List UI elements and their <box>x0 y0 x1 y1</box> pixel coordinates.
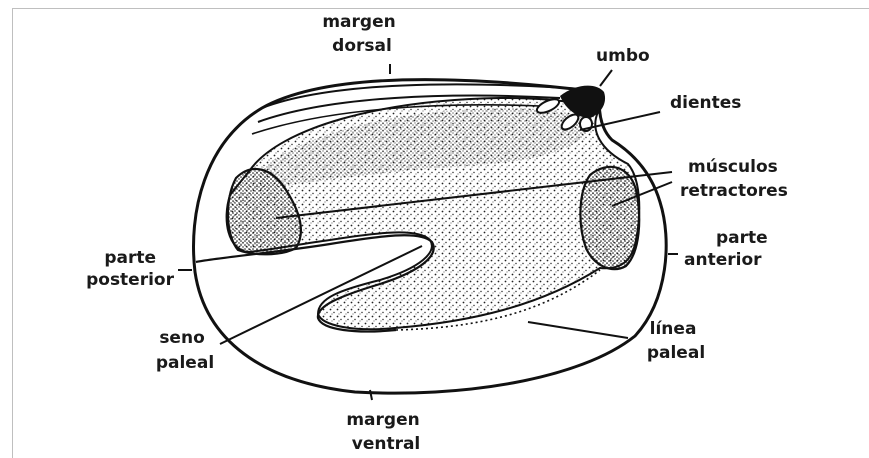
label-musculos-retractores: músculos retractores <box>680 157 788 201</box>
label-parte-posterior-line1: parte <box>104 248 156 268</box>
label-margen-ventral-line2: ventral <box>352 434 421 454</box>
label-margen-dorsal-line1: margen <box>322 12 395 32</box>
label-linea-paleal-line2: paleal <box>647 343 705 363</box>
label-umbo: umbo <box>596 46 650 66</box>
label-dientes: dientes <box>670 93 741 113</box>
leader-umbo <box>600 70 612 86</box>
label-linea-paleal: línea paleal <box>647 319 705 363</box>
label-margen-dorsal-line2: dorsal <box>332 36 392 56</box>
label-seno-paleal-line2: paleal <box>156 353 214 373</box>
label-parte-posterior-line2: posterior <box>86 270 175 290</box>
label-margen-ventral: margen ventral <box>346 410 425 454</box>
label-musculos-line2: retractores <box>680 181 788 201</box>
label-parte-anterior: parte anterior <box>684 228 774 270</box>
label-parte-posterior: parte posterior <box>86 248 175 290</box>
label-margen-dorsal: margen dorsal <box>322 12 401 56</box>
label-parte-anterior-line2: anterior <box>684 250 762 270</box>
label-umbo-line1: umbo <box>596 46 650 66</box>
label-parte-anterior-line1: parte <box>716 228 768 248</box>
label-dientes-line1: dientes <box>670 93 741 113</box>
label-seno-paleal-line1: seno <box>159 328 204 348</box>
label-seno-paleal: seno paleal <box>156 328 214 373</box>
label-linea-paleal-line1: línea <box>650 319 697 339</box>
label-margen-ventral-line1: margen <box>346 410 419 430</box>
label-musculos-line1: músculos <box>688 157 778 177</box>
